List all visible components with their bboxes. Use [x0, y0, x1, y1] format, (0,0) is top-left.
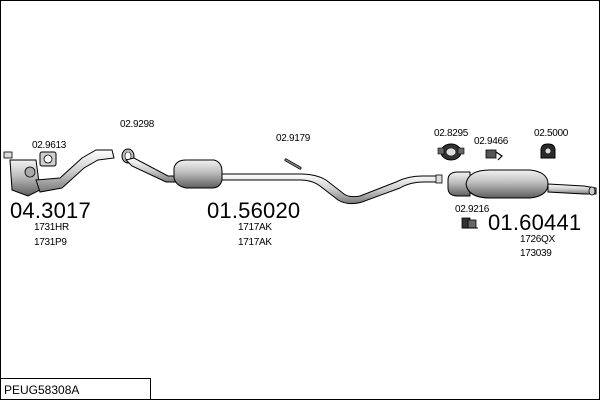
accessory-code-02-9216: 02.9216 [455, 204, 490, 215]
gasket-icon [39, 151, 57, 167]
part-number-04-3017: 04.3017 [10, 198, 91, 223]
accessory-code-02-9179: 02.9179 [276, 133, 311, 144]
accessory-code-02-9613: 02.9613 [32, 140, 67, 151]
accessory-code-02-9298: 02.9298 [120, 119, 155, 130]
oe-ref-1731p9: 1731P9 [34, 237, 67, 248]
accessory-code-02-9466: 02.9466 [474, 136, 509, 147]
system-code: PEUG58308A [4, 383, 80, 397]
part-number-01-56020: 01.56020 [207, 198, 301, 223]
bracket-icon [461, 217, 478, 229]
oe-ref-1717ak-2: 1717AK [238, 237, 272, 248]
rubber-mount-icon [540, 143, 556, 159]
middle-silencer-part [125, 157, 443, 205]
accessory-code-02-8295: 02.8295 [434, 128, 469, 139]
oe-ref-173039: 173039 [520, 248, 552, 259]
oe-ref-1717ak-1: 1717AK [238, 222, 272, 233]
oe-ref-1731hr: 1731HR [34, 222, 69, 233]
hanger-icon [485, 149, 503, 161]
part-number-01-60441: 01.60441 [488, 210, 582, 235]
catalytic-converter-part [3, 149, 115, 197]
clamp-icon [437, 143, 465, 161]
system-code-box: PEUG58308A [0, 378, 151, 399]
rear-silencer-part [447, 169, 597, 199]
bolt-icon [284, 158, 302, 170]
oe-ref-1726qx: 1726QX [520, 234, 555, 245]
accessory-code-02-5000: 02.5000 [534, 128, 569, 139]
